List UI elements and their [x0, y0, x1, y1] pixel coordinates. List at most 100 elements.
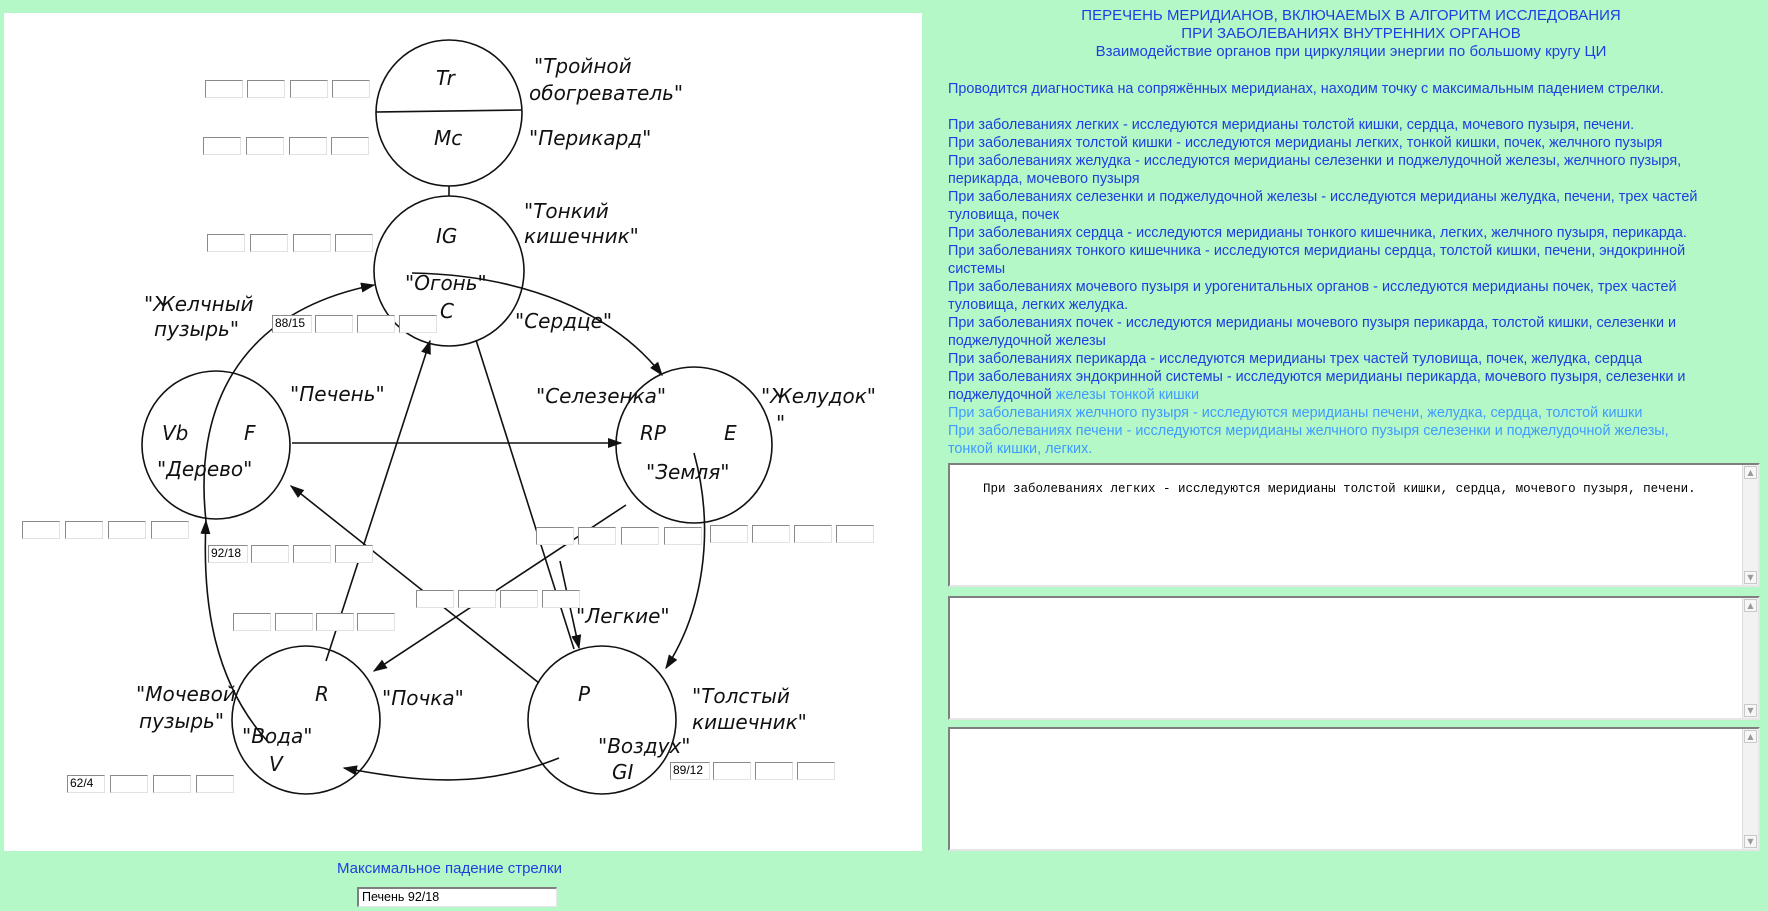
value-box-vb-3[interactable] — [108, 521, 146, 539]
value-box-rp-3[interactable] — [621, 527, 659, 545]
symbol-v: V — [269, 752, 284, 776]
symbol-p: P — [578, 682, 591, 706]
max-drop-result-field[interactable]: Печень 92/18 — [357, 887, 557, 907]
value-box-rp-2[interactable] — [578, 527, 616, 545]
value-box-p-1[interactable] — [416, 590, 454, 608]
caption-ig-2: кишечник" — [524, 224, 639, 248]
value-box-r-2[interactable] — [275, 613, 313, 631]
disease-line: туловища, почек — [948, 207, 1059, 223]
value-box-vb-2[interactable] — [65, 521, 103, 539]
value-box-rp-4[interactable] — [664, 527, 702, 545]
circle-tr-mc — [375, 39, 523, 187]
circle-r — [231, 645, 381, 795]
flow-arc-p-r — [342, 757, 560, 781]
value-box-tr-4[interactable] — [332, 80, 370, 98]
value-box-gi-2[interactable] — [713, 762, 751, 780]
value-box-rp-1[interactable] — [536, 527, 574, 545]
value-box-vb-1[interactable] — [22, 521, 60, 539]
value-box-e-4[interactable] — [836, 525, 874, 543]
scroll-down-icon[interactable]: ▼ — [1744, 571, 1757, 584]
value-box-ig-4[interactable] — [335, 234, 373, 252]
value-box-v-4[interactable] — [196, 775, 234, 793]
value-box-tr-2[interactable] — [247, 80, 285, 98]
disease-line: При заболеваниях эндокринной системы - и… — [948, 369, 1686, 385]
value-box-ig-1[interactable] — [207, 234, 245, 252]
value-box-p-4[interactable] — [542, 590, 580, 608]
caption-rp: "Селезенка" — [536, 384, 666, 408]
value-box-p-3[interactable] — [500, 590, 538, 608]
value-box-v-2[interactable] — [110, 775, 148, 793]
disease-line: При заболеваниях толстой кишки - исследу… — [948, 135, 1663, 151]
value-box-ig-3[interactable] — [293, 234, 331, 252]
value-box-mc-3[interactable] — [289, 137, 327, 155]
disease-line: При заболеваниях селезенки и поджелудочн… — [948, 189, 1698, 205]
disease-line: При заболеваниях желудка - исследуются м… — [948, 153, 1682, 169]
value-box-f-1[interactable]: 92/18 — [208, 545, 248, 563]
textarea-1-scrollbar[interactable]: ▲ ▼ — [1742, 465, 1758, 585]
value-box-c-1[interactable]: 88/15 — [272, 315, 312, 333]
value-box-f-2[interactable] — [251, 545, 289, 563]
caption-r: "Почка" — [382, 686, 464, 710]
value-box-mc-2[interactable] — [246, 137, 284, 155]
value-box-c-2[interactable] — [315, 315, 353, 333]
value-box-c-4[interactable] — [399, 315, 437, 333]
disease-tail-dark: поджелудочной — [948, 387, 1052, 403]
caption-e-2: " — [776, 411, 785, 435]
textarea-3-scrollbar[interactable]: ▲ ▼ — [1742, 729, 1758, 849]
link-r-c — [325, 339, 431, 662]
disease-line: При заболеваниях легких - исследуются ме… — [948, 117, 1635, 133]
scroll-down-icon[interactable]: ▼ — [1744, 704, 1757, 717]
disease-line-light: При заболеваниях печени - исследуются ме… — [948, 423, 1669, 439]
result-textarea-3[interactable]: ▲ ▼ — [948, 727, 1760, 851]
value-box-gi-1[interactable]: 89/12 — [670, 762, 710, 780]
subtitle: Взаимодействие органов при циркуляции эн… — [1095, 43, 1607, 60]
right-panel: ПЕРЕЧЕНЬ МЕРИДИАНОВ, ВКЛЮЧАЕМЫХ В АЛГОРИ… — [940, 0, 1762, 911]
result-textarea-2[interactable]: ▲ ▼ — [948, 596, 1760, 720]
disease-line: туловища, легких желудка. — [948, 297, 1129, 313]
value-box-f-3[interactable] — [293, 545, 331, 563]
value-box-c-3[interactable] — [357, 315, 395, 333]
value-box-r-1[interactable] — [233, 613, 271, 631]
value-box-vb-4[interactable] — [151, 521, 189, 539]
caption-c: "Сердце" — [515, 309, 612, 333]
disease-line: перикарда, мочевого пузыря — [948, 171, 1140, 187]
value-box-e-2[interactable] — [752, 525, 790, 543]
value-box-v-3[interactable] — [153, 775, 191, 793]
disease-line-mixed: поджелудочной железы тонкой кишки — [948, 386, 1760, 404]
value-box-e-3[interactable] — [794, 525, 832, 543]
scroll-up-icon[interactable]: ▲ — [1744, 730, 1757, 743]
value-box-f-4[interactable] — [335, 545, 373, 563]
value-box-r-3[interactable] — [316, 613, 354, 631]
value-box-v-1[interactable]: 62/4 — [67, 775, 105, 793]
disease-line: При заболеваниях почек - исследуются мер… — [948, 315, 1677, 331]
element-r: "Вода" — [242, 724, 312, 748]
caption-vb-1: "Желчный — [144, 292, 254, 316]
caption-tr-2: обогреватель" — [529, 81, 683, 105]
value-box-mc-4[interactable] — [331, 137, 369, 155]
result-textarea-1[interactable]: При заболеваниях легких - исследуются ме… — [948, 463, 1760, 587]
title-line-2: ПРИ ЗАБОЛЕВАНИЯХ ВНУТРЕННИХ ОРГАНОВ — [1181, 25, 1521, 42]
value-box-r-4[interactable] — [357, 613, 395, 631]
value-box-tr-1[interactable] — [205, 80, 243, 98]
caption-p: "Легкие" — [576, 604, 670, 628]
element-e: "Земля" — [646, 460, 729, 484]
textarea-2-scrollbar[interactable]: ▲ ▼ — [1742, 598, 1758, 718]
disease-line: При заболеваниях мочевого пузыря и уроге… — [948, 279, 1677, 295]
value-box-ig-2[interactable] — [250, 234, 288, 252]
circle-ig-c — [373, 195, 525, 347]
value-box-tr-3[interactable] — [290, 80, 328, 98]
value-box-p-2[interactable] — [458, 590, 496, 608]
disease-line: При заболеваниях тонкого кишечника - исс… — [948, 243, 1686, 259]
scroll-up-icon[interactable]: ▲ — [1744, 466, 1757, 479]
value-box-gi-4[interactable] — [797, 762, 835, 780]
scroll-up-icon[interactable]: ▲ — [1744, 599, 1757, 612]
symbol-e: E — [724, 421, 737, 445]
value-box-mc-1[interactable] — [203, 137, 241, 155]
value-box-e-1[interactable] — [710, 525, 748, 543]
value-box-gi-3[interactable] — [755, 762, 793, 780]
element-f: "Дерево" — [157, 457, 252, 481]
intro-text: Проводится диагностика на сопряжённых ме… — [948, 81, 1664, 97]
scroll-down-icon[interactable]: ▼ — [1744, 835, 1757, 848]
title-line-1: ПЕРЕЧЕНЬ МЕРИДИАНОВ, ВКЛЮЧАЕМЫХ В АЛГОРИ… — [1081, 7, 1621, 24]
symbol-rp: RP — [640, 421, 667, 445]
